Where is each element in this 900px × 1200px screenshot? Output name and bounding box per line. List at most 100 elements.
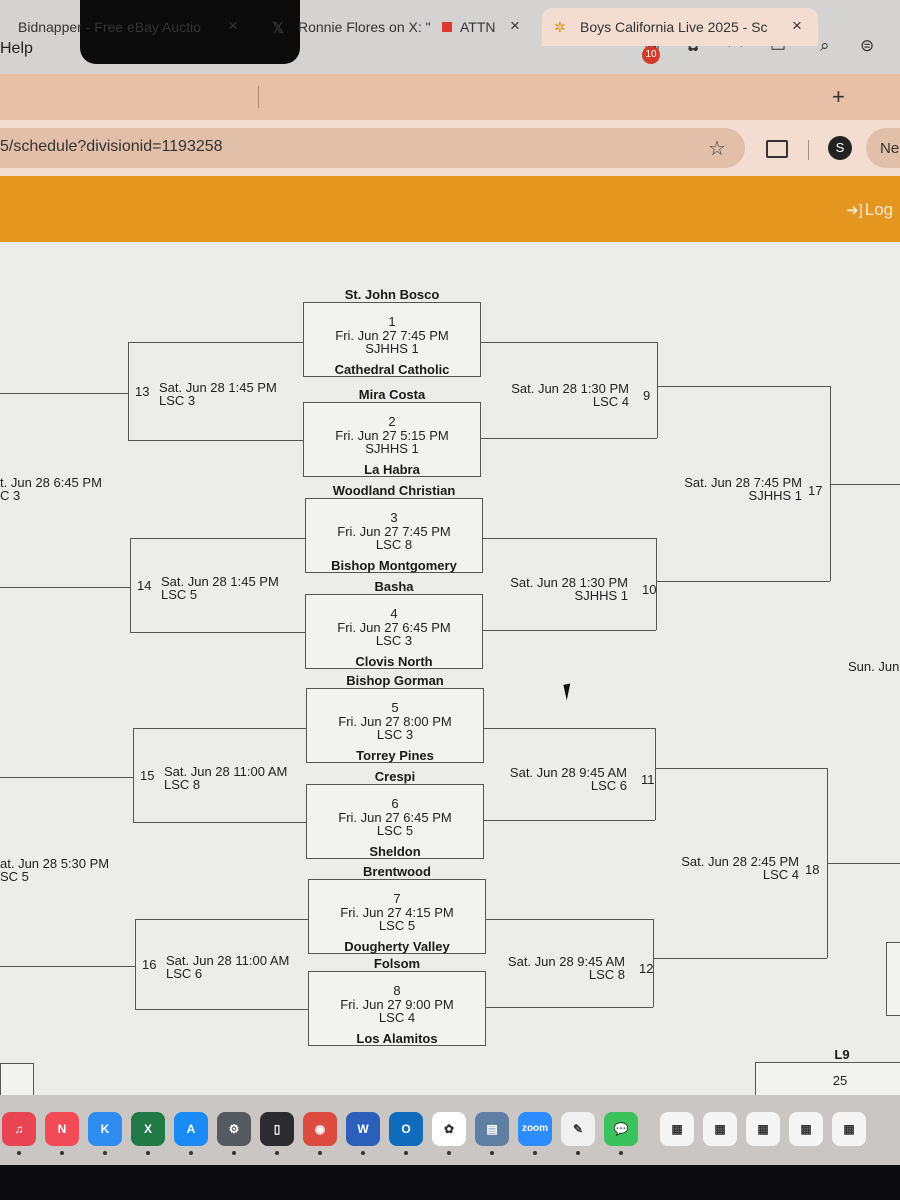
running-indicator [318, 1151, 322, 1155]
bracket-line [130, 538, 131, 632]
close-icon[interactable]: × [792, 16, 802, 35]
bracket-line [486, 919, 653, 920]
game-court: LSC 8 [375, 537, 413, 552]
game-number: 14 [137, 578, 152, 593]
game-court: LSC 4 [592, 394, 629, 409]
game-time: Sat. Jun 28 1:45 PM [159, 380, 277, 395]
game-court: SJHHS 1 [748, 487, 802, 503]
team-name[interactable]: Los Alamitos [356, 1031, 438, 1046]
document-icon[interactable]: ▦ [746, 1112, 780, 1146]
chatgpt-icon[interactable]: ✿ [432, 1112, 466, 1146]
tab-ronnie-flores[interactable]: 𝕏 Ronnie Flores on X: " ATTN × [266, 8, 536, 46]
document-icon[interactable]: ▦ [789, 1112, 823, 1146]
control-center-icon[interactable]: ⊜ [860, 36, 875, 55]
notes-icon[interactable]: ✎ [561, 1112, 595, 1146]
iphone-mirroring-icon[interactable]: ▯ [260, 1112, 294, 1146]
team-name[interactable]: St. John Bosco [344, 287, 440, 302]
bracket-line [484, 728, 655, 729]
team-name[interactable]: Folsom [373, 956, 421, 971]
team-name[interactable]: Mira Costa [358, 387, 426, 402]
team-name[interactable]: Clovis North [355, 654, 433, 669]
game-court: LSC 5 [161, 587, 198, 602]
team-name[interactable]: Crespi [374, 769, 416, 784]
new-chrome-available-button[interactable]: Ne [866, 128, 900, 168]
game-number: 17 [808, 482, 823, 498]
game-box[interactable] [308, 971, 486, 1046]
team-name[interactable]: Cathedral Catholic [334, 362, 450, 377]
game-number: 15 [140, 768, 155, 783]
document-icon[interactable]: ▦ [703, 1112, 737, 1146]
game-box[interactable] [305, 594, 483, 669]
document-icon[interactable]: ▦ [832, 1112, 866, 1146]
login-link[interactable]: ➜]Log [846, 200, 894, 219]
game-box[interactable] [303, 302, 481, 377]
game-number: 11 [641, 772, 655, 787]
search-icon[interactable]: ⌕ [820, 36, 830, 55]
running-indicator [404, 1151, 408, 1155]
game-number: 18 [805, 862, 820, 877]
bracket-line [133, 822, 306, 823]
team-name[interactable]: Bishop Montgomery [331, 558, 457, 573]
notification-badge: 10 [642, 46, 660, 64]
game-number: 1 [388, 314, 396, 329]
game-number: 6 [391, 796, 399, 811]
messages-icon[interactable]: 💬 [604, 1112, 638, 1146]
bracket-line [483, 538, 656, 539]
app-store-icon[interactable]: A [174, 1112, 208, 1146]
close-icon[interactable]: × [510, 16, 520, 35]
url-text[interactable]: 5/schedule?divisionid=1193258 [0, 138, 223, 155]
tab-bidnapper[interactable]: Bidnapper - Free eBay Auctio × [0, 8, 250, 46]
news-icon[interactable]: N [45, 1112, 79, 1146]
running-indicator [490, 1151, 494, 1155]
profile-avatar[interactable]: S [828, 136, 852, 160]
x-logo-icon: 𝕏 [272, 20, 285, 37]
preview-icon[interactable]: ▤ [475, 1112, 509, 1146]
music-icon[interactable]: ♫ [2, 1112, 36, 1146]
game-box[interactable] [308, 879, 486, 954]
keynote-icon[interactable]: K [88, 1112, 122, 1146]
team-name[interactable]: Brentwood [363, 864, 431, 879]
game-box[interactable] [306, 784, 484, 859]
team-name[interactable]: Sheldon [369, 844, 421, 859]
bookmark-star-icon[interactable]: ☆ [708, 138, 726, 160]
team-name[interactable]: Woodland Christian [332, 483, 456, 498]
game-number: 9 [643, 388, 651, 403]
game-box[interactable] [303, 402, 481, 477]
running-indicator [533, 1151, 537, 1155]
team-name[interactable]: La Habra [364, 462, 420, 477]
excel-icon[interactable]: X [131, 1112, 165, 1146]
game-box[interactable] [886, 942, 900, 1016]
close-icon[interactable]: × [228, 16, 238, 35]
system-settings-icon[interactable]: ⚙ [217, 1112, 251, 1146]
game-number: 4 [390, 606, 398, 621]
game-time: Sat. Jun 28 2:45 PM [681, 854, 799, 869]
team-name[interactable]: Basha [374, 579, 414, 594]
chrome-icon[interactable]: ◉ [303, 1112, 337, 1146]
new-tab-button[interactable]: + [832, 84, 845, 109]
camera-notch [80, 0, 300, 64]
game-box[interactable] [306, 688, 484, 763]
team-name[interactable]: Torrey Pines [356, 748, 434, 763]
bracket-line [135, 919, 308, 920]
google-lens-icon[interactable] [766, 140, 788, 158]
tab-label: Ronnie Flores on X: " [298, 19, 431, 35]
tab-boys-california-live[interactable]: ✲ Boys California Live 2025 - Sc × [542, 8, 818, 46]
outlook-icon[interactable]: O [389, 1112, 423, 1146]
running-indicator [619, 1151, 623, 1155]
running-indicator [576, 1151, 580, 1155]
team-name[interactable]: Dougherty Valley [344, 939, 450, 954]
document-icon[interactable]: ▦ [660, 1112, 694, 1146]
game-court: LSC 8 [588, 967, 625, 982]
team-name[interactable]: L9 [834, 1047, 850, 1062]
game-box[interactable] [305, 498, 483, 573]
address-bar[interactable] [0, 128, 745, 168]
team-name[interactable]: Bishop Gorman [346, 673, 444, 688]
game-time: Fri. Jun 27 5:15 PM [335, 428, 449, 443]
bracket-line [0, 393, 128, 394]
bracket-line [128, 440, 303, 441]
bracket-line [130, 538, 305, 539]
zoom-icon[interactable]: zoom [518, 1112, 552, 1146]
site-header [0, 176, 900, 242]
help-menu[interactable]: Help [0, 40, 33, 57]
word-icon[interactable]: W [346, 1112, 380, 1146]
